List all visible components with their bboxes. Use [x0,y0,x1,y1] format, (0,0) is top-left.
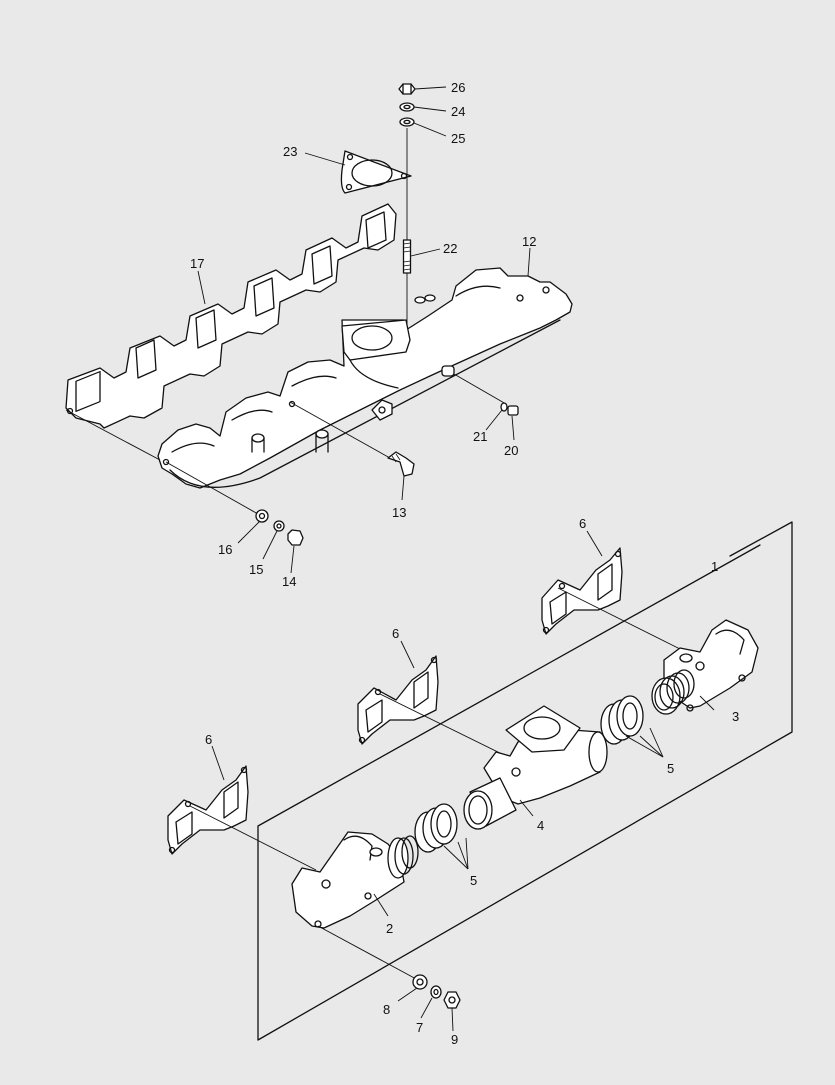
callout-21: 21 [473,429,487,444]
callout-13: 13 [392,505,406,520]
bellows-3 [651,669,695,715]
callout-25: 25 [451,131,465,146]
exhaust-manifold-12 [157,267,573,489]
callout-26: 26 [451,80,465,95]
nut-14 [287,529,304,546]
lockwasher-7 [430,985,442,999]
callout-24: 24 [451,104,465,119]
washer-21 [500,402,508,412]
callout-3: 3 [732,709,739,724]
callout-12: 12 [522,234,536,249]
gasket-6-lower [167,765,249,855]
bolt-20 [507,405,519,416]
gasket-6-upper [541,547,623,635]
gasket-6-middle [357,655,439,745]
flange-gasket-23 [340,150,412,194]
bolt-13 [387,451,415,477]
callout-14: 14 [282,574,296,589]
washer-24 [399,102,415,112]
callout-6-lower: 6 [205,732,212,747]
callout-20: 20 [504,443,518,458]
washer-25 [399,117,415,127]
nut-9 [443,991,461,1009]
callout-17: 17 [190,256,204,271]
callout-6-middle: 6 [392,626,399,641]
callout-9: 9 [451,1032,458,1047]
sleeve-4 [463,777,517,830]
seal-rings-5-right [600,695,644,745]
callout-16: 16 [218,542,232,557]
callout-2: 2 [386,921,393,936]
callout-22: 22 [443,241,457,256]
assembly-outline-1 [257,521,793,1041]
callout-4: 4 [537,818,544,833]
callout-5-right: 5 [667,761,674,776]
callout-5-left: 5 [470,873,477,888]
lockwasher-15 [273,520,285,532]
callout-labels: 26 24 25 23 22 12 17 21 20 13 16 15 14 6… [190,80,739,1047]
callout-23: 23 [283,144,297,159]
manifold-section-2 [291,831,419,929]
stud-22 [402,239,412,274]
manifold-section-4 [483,705,608,805]
callout-8: 8 [383,1002,390,1017]
plug [441,365,507,405]
seal-rings-5-left [414,803,458,853]
callout-15: 15 [249,562,263,577]
washer-8 [412,974,428,990]
washer-16 [255,509,269,523]
nut-26 [398,83,416,95]
callout-1: 1 [711,559,718,574]
callout-7: 7 [416,1020,423,1035]
callout-6-upper: 6 [579,516,586,531]
leader-lines [197,86,715,1032]
manifold-gasket-17 [65,203,397,429]
